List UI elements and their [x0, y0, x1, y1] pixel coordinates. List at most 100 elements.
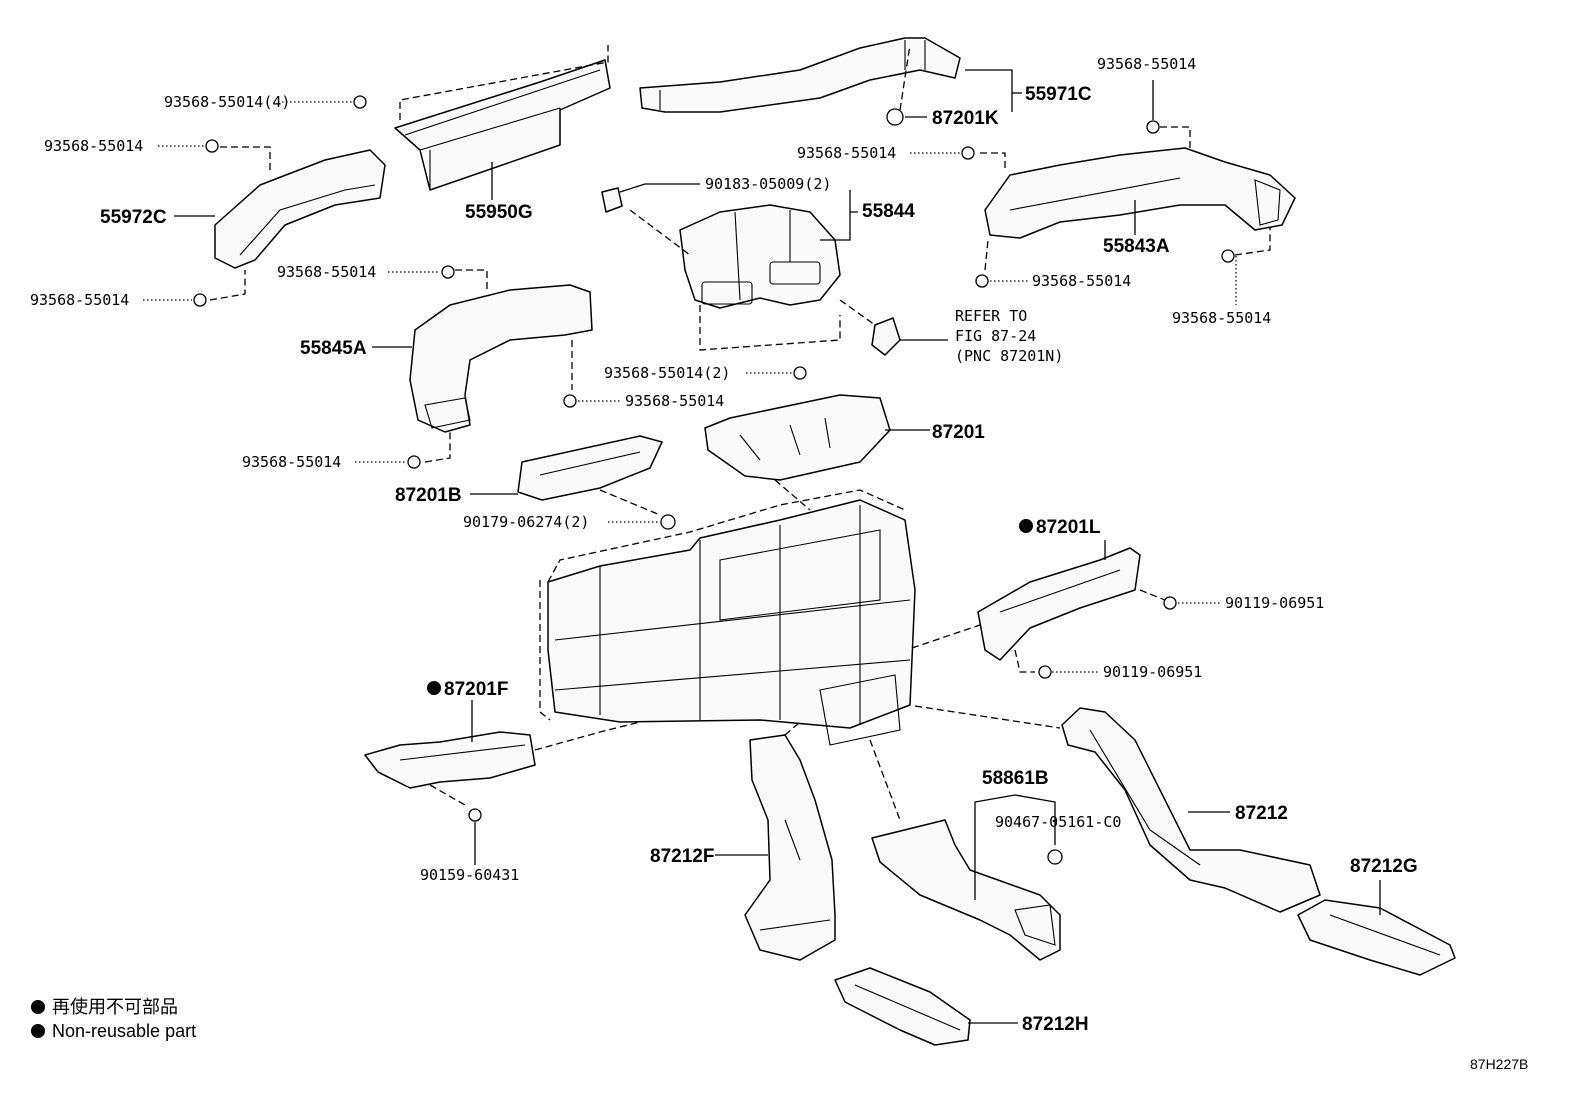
dashline-55972C-top	[220, 146, 271, 170]
part-55845A-drawing	[409, 284, 593, 433]
label-55950G: 55950G	[465, 202, 533, 223]
non-reusable-mark-icon	[427, 681, 441, 695]
part-87201N-reference-drawing	[871, 317, 901, 356]
dashline-55845A-bot	[424, 432, 451, 463]
label-55844: 55844	[862, 201, 915, 222]
part-87201L-drawing	[977, 547, 1141, 661]
part-87201-drawing	[704, 394, 891, 481]
label-93568-55014: 93568-55014	[242, 453, 341, 471]
label-refer-pnc: (PNC 87201N)	[955, 347, 1063, 365]
label-93568-55014: 93568-55014	[797, 144, 896, 162]
dashline-55845A-top	[455, 269, 488, 292]
bolt-icon	[353, 95, 367, 109]
label-93568-55014: 93568-55014	[30, 291, 129, 309]
part-55843A-drawing	[984, 147, 1296, 239]
label-87212F: 87212F	[650, 846, 714, 867]
part-87201B-drawing	[517, 435, 663, 501]
part-58861B-drawing	[871, 819, 1061, 961]
label-90183-05009-2: 90183-05009(2)	[705, 175, 831, 193]
label-87201: 87201	[932, 422, 985, 443]
label-93568-55014: 93568-55014	[1097, 55, 1196, 73]
label-55843A: 55843A	[1103, 236, 1170, 257]
part-55844-drawing	[679, 204, 841, 309]
dashline-87201B	[599, 489, 661, 516]
bolt-icon	[193, 293, 207, 307]
dashline-87201	[774, 479, 811, 511]
bolt-icon	[1146, 120, 1160, 134]
leader-lines	[143, 69, 1381, 1024]
label-87212: 87212	[1235, 803, 1288, 824]
label-90119-06951: 90119-06951	[1103, 663, 1202, 681]
dashline-87201N	[839, 299, 876, 326]
dashline-hvac-outline	[539, 489, 906, 721]
part-87212H-drawing	[834, 967, 971, 1046]
hvac-unit-drawing	[547, 499, 916, 746]
label-55845A: 55845A	[300, 338, 367, 359]
bolt-icon	[1047, 849, 1063, 865]
dashline-87201L-hvac	[911, 624, 981, 649]
part-87212F-drawing	[744, 734, 836, 961]
label-87201K: 87201K	[932, 108, 999, 129]
dashline-55844	[629, 209, 841, 351]
bolt-icon	[1221, 249, 1235, 263]
clip-87201K-icon	[886, 108, 904, 126]
part-87212G-drawing	[1297, 899, 1456, 976]
dashline-55950G	[399, 45, 609, 120]
clip-90183-05009-icon	[601, 187, 623, 213]
dashline-55843A-mid	[980, 152, 1006, 170]
bolt-icon	[793, 366, 807, 380]
label-93568-55014: 93568-55014	[44, 137, 143, 155]
bolt-icon	[407, 455, 421, 469]
part-55972C-drawing	[214, 149, 386, 269]
dashline-55972C-bot	[209, 270, 246, 301]
dashline-55843A-right	[1234, 228, 1271, 256]
label-93568-55014-4: 93568-55014(4)	[164, 93, 290, 111]
label-93568-55014: 93568-55014	[277, 263, 376, 281]
label-87212G: 87212G	[1350, 856, 1418, 877]
legend-line-japanese: 再使用不可部品	[52, 997, 178, 1017]
label-93568-55014-2: 93568-55014(2)	[604, 364, 730, 382]
dashline-55843A-left	[984, 239, 989, 271]
label-87201B: 87201B	[395, 485, 462, 506]
label-87212H: 87212H	[1022, 1014, 1089, 1035]
diagram-id: 87H227B	[1470, 1056, 1528, 1072]
dashline-55843A-top	[1160, 126, 1191, 148]
bolt-icon	[1163, 596, 1177, 610]
label-90467-05161-C0: 90467-05161-C0	[995, 813, 1121, 831]
label-93568-55014: 93568-55014	[625, 392, 724, 410]
dashline-87201L-a	[1139, 589, 1166, 601]
legend-line-english: Non-reusable part	[52, 1021, 196, 1041]
part-55971C-drawing	[639, 37, 961, 113]
bolt-icon	[975, 274, 989, 288]
dashline-87201L-b	[1014, 649, 1035, 673]
dashline-58861B	[869, 739, 901, 821]
label-93568-55014: 93568-55014	[1032, 272, 1131, 290]
non-reusable-mark-icon	[1019, 519, 1033, 533]
bolt-icons	[193, 95, 1235, 865]
label-55971C: 55971C	[1025, 84, 1092, 105]
part-55950G-drawing	[394, 59, 611, 191]
dashline-87212F	[784, 721, 801, 736]
bolt-icon	[205, 139, 219, 153]
label-58861B: 58861B	[982, 768, 1049, 789]
part-87201F-drawing	[364, 731, 536, 789]
bolt-icon	[961, 146, 975, 160]
label-55972C: 55972C	[100, 207, 167, 228]
dashline-87201F	[534, 721, 641, 751]
label-87201F: 87201F	[444, 679, 508, 700]
dashline-87212	[914, 705, 1061, 729]
label-90159-60431: 90159-60431	[420, 866, 519, 884]
label-refer-to: REFER TO	[955, 307, 1027, 325]
part-87212-drawing	[1061, 707, 1321, 913]
legend-dot-icon	[31, 1024, 45, 1038]
bolt-icon	[468, 808, 482, 822]
dashline-87201F-screw	[429, 784, 466, 806]
label-refer-fig: FIG 87-24	[955, 327, 1036, 345]
label-93568-55014: 93568-55014	[1172, 309, 1271, 327]
label-90179-06274-2: 90179-06274(2)	[463, 513, 589, 531]
bolt-icon	[563, 394, 577, 408]
bolt-icon	[1038, 665, 1052, 679]
legend-dot-icon	[31, 1000, 45, 1014]
label-87201L: 87201L	[1036, 517, 1101, 538]
